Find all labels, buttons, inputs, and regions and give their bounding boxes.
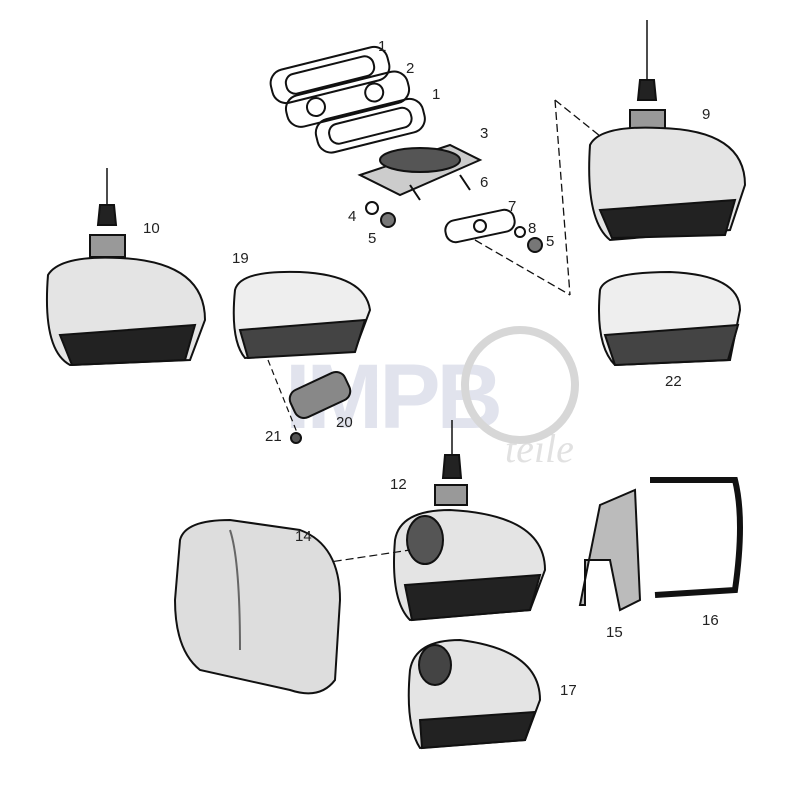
callout-4: 4 <box>348 208 357 225</box>
callout-6: 6 <box>480 174 489 191</box>
plate <box>444 208 516 244</box>
callout-1-bottom: 1 <box>432 86 441 103</box>
callout-5-left: 5 <box>368 230 377 247</box>
cover-19 <box>232 270 372 360</box>
intake-cover-17 <box>407 638 542 750</box>
callout-15: 15 <box>606 624 623 641</box>
carburetor-9 <box>588 20 747 242</box>
callout-20: 20 <box>336 414 353 431</box>
callout-22: 22 <box>665 373 682 390</box>
callout-14: 14 <box>295 528 312 545</box>
watermark-gear-icon <box>461 326 579 444</box>
callout-16: 16 <box>702 612 719 629</box>
callout-17: 17 <box>560 682 577 699</box>
callout-7: 7 <box>508 198 517 215</box>
strap-16 <box>650 477 743 598</box>
screw-21 <box>290 432 302 444</box>
callout-12: 12 <box>390 476 407 493</box>
callout-19: 19 <box>232 250 249 267</box>
flange <box>357 143 483 201</box>
carburetor-12 <box>393 420 547 622</box>
carburetor-10 <box>45 168 207 367</box>
bracket-15 <box>578 488 642 612</box>
callout-10: 10 <box>143 220 160 237</box>
callout-9: 9 <box>702 106 711 123</box>
air-box-14 <box>173 518 342 695</box>
callout-8: 8 <box>528 220 537 237</box>
callout-5-right: 5 <box>546 233 555 250</box>
gasket-top <box>269 45 391 105</box>
cover-22 <box>598 270 742 367</box>
callout-1-top: 1 <box>378 38 387 55</box>
callout-21: 21 <box>265 428 282 445</box>
callout-2: 2 <box>406 60 415 77</box>
filter-20 <box>288 371 352 419</box>
insulator <box>284 70 411 128</box>
callout-3: 3 <box>480 125 489 142</box>
gasket-bottom <box>314 97 426 154</box>
washers-nuts <box>365 201 543 253</box>
